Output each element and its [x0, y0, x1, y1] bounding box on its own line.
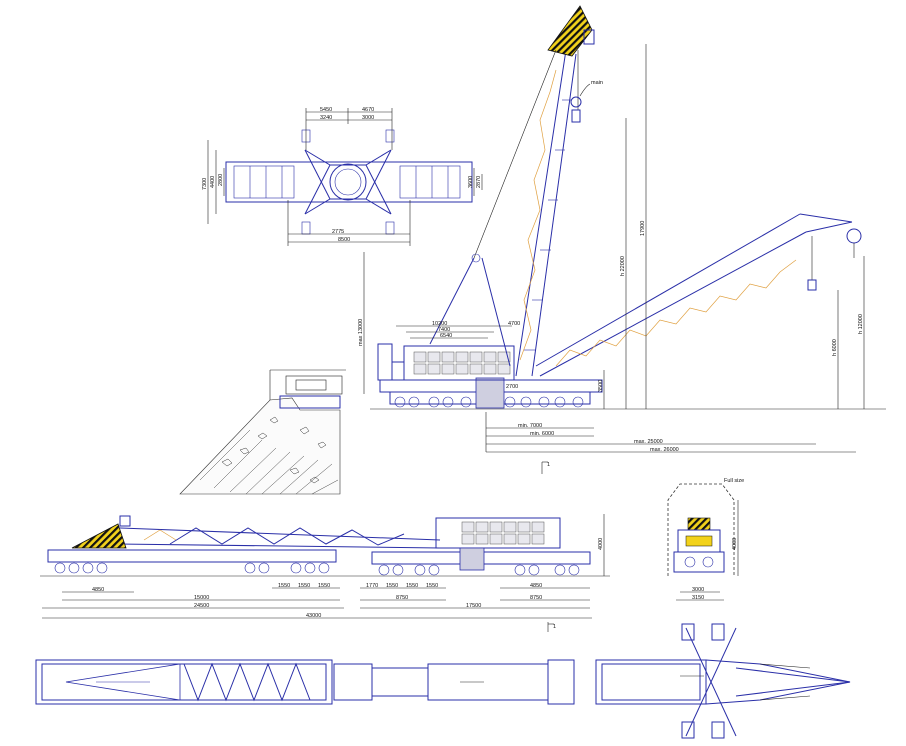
- counterweight-house: [403, 345, 515, 381]
- dim-4700: 4700: [508, 321, 520, 327]
- dim-h-6000: h 6000: [832, 339, 838, 356]
- hook-label-main: main: [591, 80, 603, 86]
- section-dim-4000: 4000: [732, 538, 738, 550]
- transport-dim-1550a: 1550: [278, 583, 290, 589]
- track-wheels: [394, 396, 584, 408]
- dim-2700: 2700: [506, 384, 518, 390]
- dim-6540: 6540: [440, 333, 452, 339]
- bottom-plan-right: [595, 623, 851, 739]
- dim-17900: 17900: [640, 221, 646, 236]
- transport-wagon-1: [47, 549, 337, 563]
- section-view: Full size 4000 3000 3150: [667, 478, 744, 601]
- dim-3500: 3500: [598, 380, 604, 392]
- transport-dim-1550d: 1550: [386, 583, 398, 589]
- bottom-plan-left: [35, 659, 575, 705]
- plan-track-frame: [225, 161, 473, 203]
- plan-dim-left-2: 4400: [210, 176, 216, 188]
- plan-dim-left-1: 7300: [202, 178, 208, 190]
- transport-boom-tip-hazard: [71, 523, 127, 549]
- top-plan-view: 5450 4670 3240 3000 7300 4400 2800 3600 …: [202, 107, 483, 246]
- transport-dim-15000: 15000: [194, 595, 209, 601]
- transport-dim-1550b: 1550: [298, 583, 310, 589]
- plan-dim-top-4: 3000: [362, 115, 374, 121]
- transport-dim-1550c: 1550: [318, 583, 330, 589]
- plan-dim-top-3: 3240: [320, 115, 332, 121]
- dim-h-22000: h 22000: [620, 256, 626, 276]
- plan-dim-top-2: 4670: [362, 107, 374, 113]
- transport-dim-4850b: 4850: [530, 583, 542, 589]
- plan-dim-right-2: 2870: [476, 176, 482, 188]
- plan-dim-right-1: 3600: [468, 176, 474, 188]
- plan-dim-bottom-1: 2775: [332, 229, 344, 235]
- mast-strut: [429, 49, 557, 367]
- transport-dim-24500: 24500: [194, 603, 209, 609]
- dim-min-7000: min. 7000: [518, 423, 542, 429]
- transport-elevation: 4000 4850 15000 24500 1550 1550 1550 177…: [40, 514, 610, 632]
- transport-dim-1550e: 1550: [406, 583, 418, 589]
- dim-max-13000: max 13000: [358, 319, 364, 346]
- transport-dim-4850a: 4850: [92, 587, 104, 593]
- dim-max-25000: max. 25000: [634, 439, 663, 445]
- dim-max-26000: max. 26000: [650, 447, 679, 453]
- section-dim-3000: 3000: [692, 587, 704, 593]
- transport-dim-height: 4000: [598, 538, 604, 550]
- dim-7400: 7400: [438, 327, 450, 333]
- plan-slewing-ring: [329, 163, 367, 201]
- transport-dim-1550f: 1550: [426, 583, 438, 589]
- transport-dim-8750a: 8750: [396, 595, 408, 601]
- transport-dim-43000: 43000: [306, 613, 321, 619]
- dim-10200: 10200: [432, 321, 447, 327]
- main-boom: [515, 49, 577, 377]
- transport-dim-1770: 1770: [366, 583, 378, 589]
- transport-dim-8750b: 8750: [530, 595, 542, 601]
- section-mark-top: 1: [547, 462, 550, 468]
- plan-dim-bottom-2: 8500: [338, 237, 350, 243]
- dim-h-12000: h 12000: [858, 314, 864, 334]
- section-mark-bottom: 1: [553, 624, 556, 630]
- boom-tip-hazard: [547, 5, 593, 57]
- plan-dim-top-1: 5450: [320, 107, 332, 113]
- section-label-full-size: Full size: [724, 478, 744, 484]
- section-dim-3150: 3150: [692, 595, 704, 601]
- transport-dim-17500: 17500: [466, 603, 481, 609]
- plan-dim-left-3: 2800: [218, 174, 224, 186]
- luffing-jib: [535, 213, 862, 377]
- hillside-terrain: [179, 369, 346, 495]
- dim-min-6000: min. 6000: [530, 431, 554, 437]
- main-crane-elevation: main max 13000 h 22000 17900 h 12000 h 6…: [358, 5, 886, 474]
